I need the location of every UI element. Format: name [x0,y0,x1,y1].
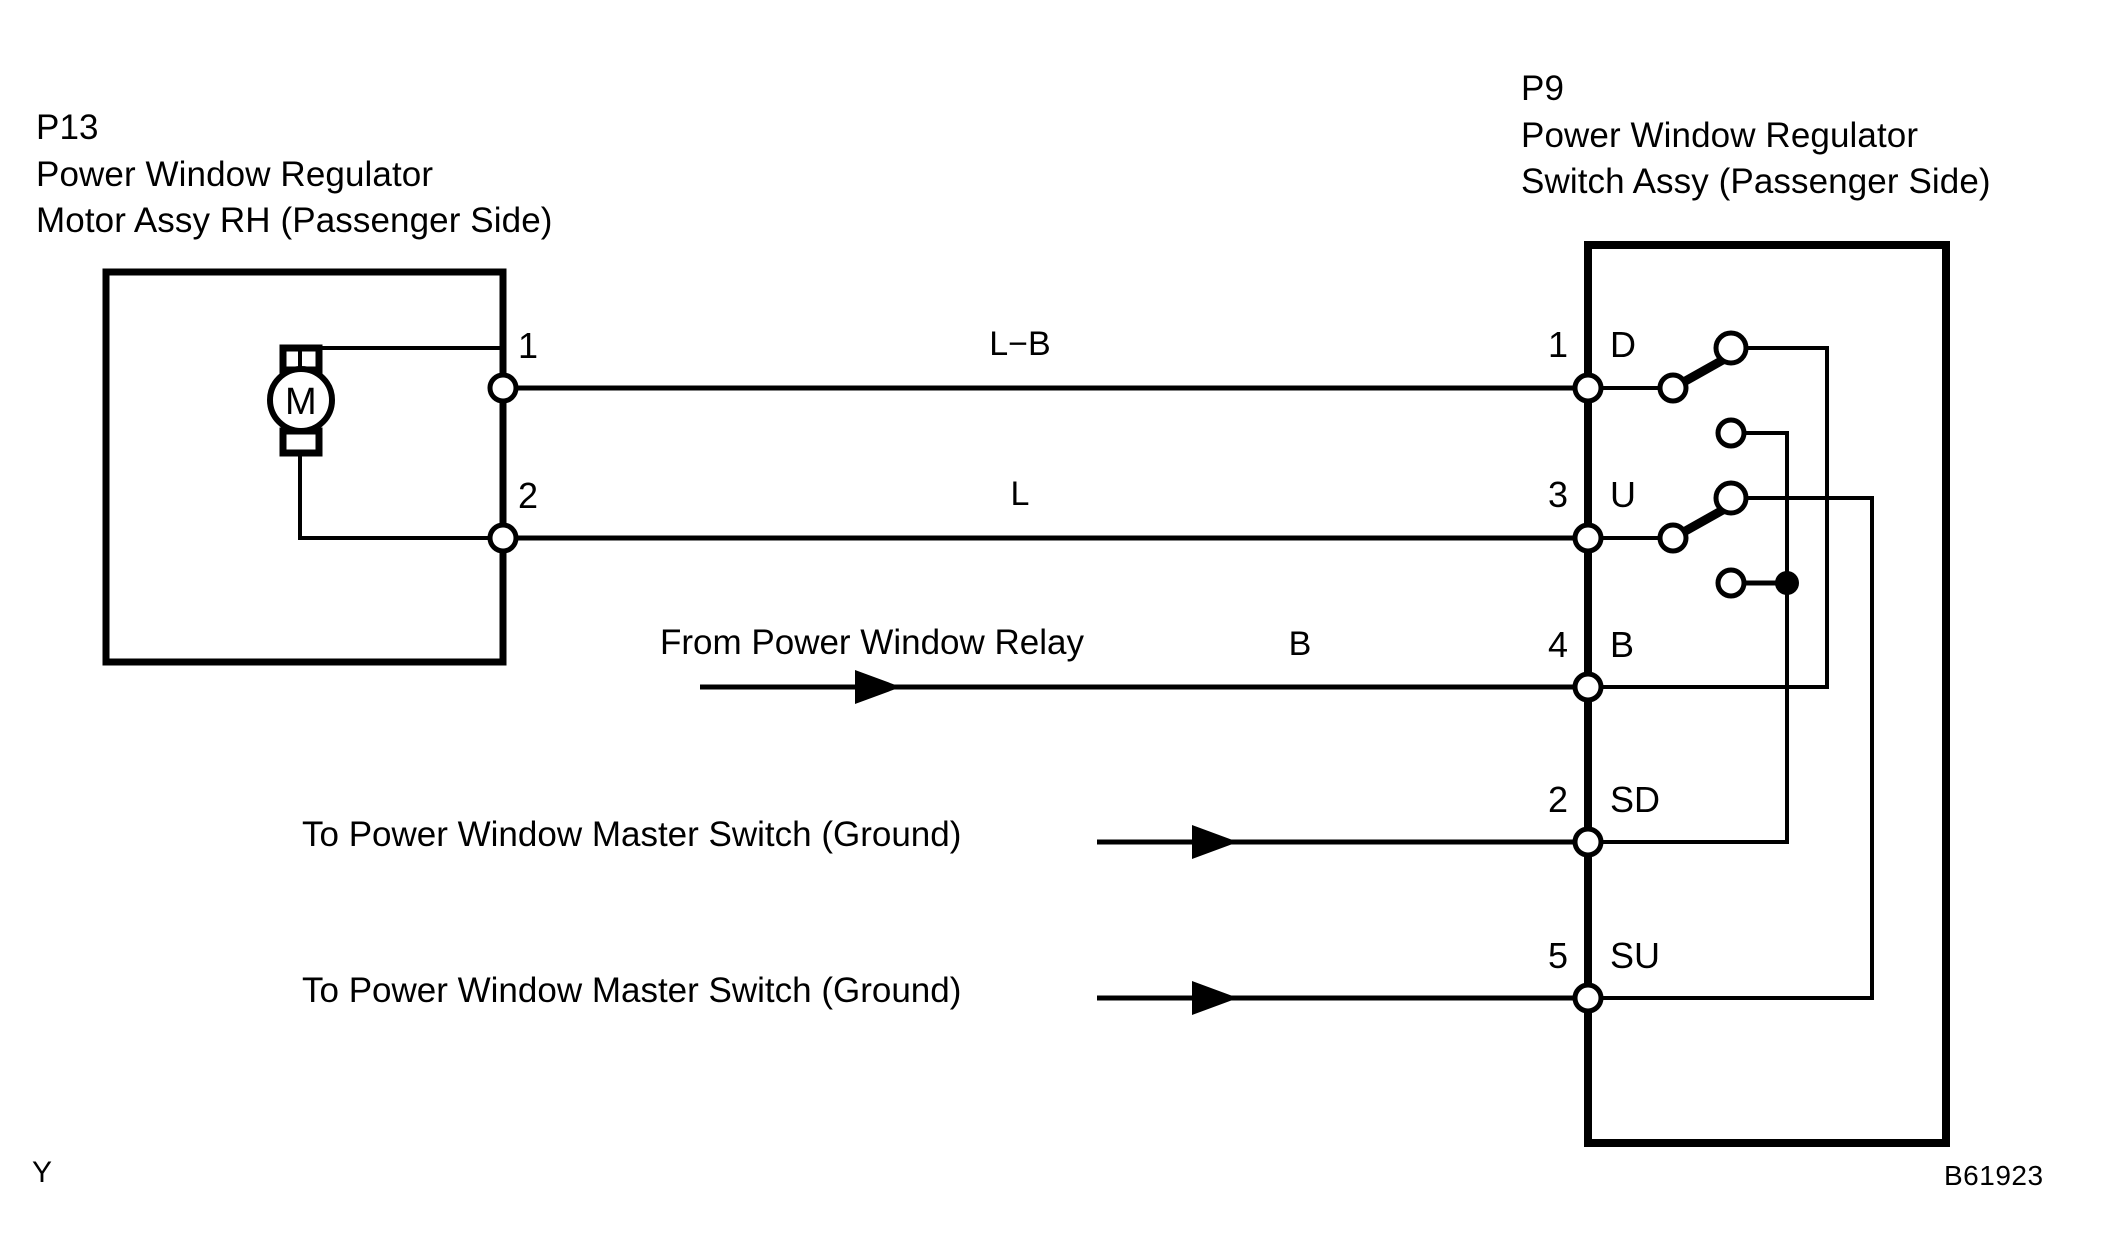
p9-connector-title-line1: Power Window Regulator [1521,116,1919,155]
junction-dot [1775,571,1799,595]
figure-code: B61923 [1944,1160,2044,1191]
motor-brush-bottom [279,427,323,457]
wire-code-L-B: L−B [989,325,1051,363]
p9-pin-name-D: D [1610,324,1636,365]
p13-connector-code: P13 [36,108,99,147]
p9-terminal-5 [1572,982,1604,1014]
p9-pin-number-1: 1 [1547,324,1568,365]
flow-label-to-master-switch-sd: To Power Window Master Switch (Ground) [302,815,962,854]
p13-connector-title-line1: Power Window Regulator [36,155,434,194]
p13-pin-number-2: 2 [518,475,539,516]
switch-contact-d-up [1713,330,1749,366]
arrow-right-icon [855,670,901,704]
wire-code-B: B [1288,625,1312,663]
switch-contact-u-up [1713,480,1749,516]
p9-terminal-1 [1572,372,1604,404]
p9-pin-number-5: 5 [1547,935,1568,976]
p13-terminal-2 [487,522,519,554]
p9-pin-name-SU: SU [1610,935,1661,976]
p9-pin-name-U: U [1610,474,1636,515]
corner-mark: Y [32,1156,53,1189]
p9-pin-number-2: 2 [1547,779,1568,820]
p13-terminal-1 [487,372,519,404]
p9-connector-title-line2: Switch Assy (Passenger Side) [1521,162,1991,201]
wire-code-L: L [1010,475,1030,513]
p9-terminal-2 [1572,826,1604,858]
motor-wire-bottom [298,453,503,540]
internal-route-d-to-b [1588,346,1829,689]
p13-pin-number-1: 1 [518,325,539,366]
flow-label-from-relay: From Power Window Relay [660,623,1084,662]
p9-connector-code: P9 [1521,69,1565,108]
motor-icon [267,366,335,434]
p9-pin-number-3: 3 [1547,474,1568,515]
arrow-left-icon-su [1192,981,1238,1015]
switch-pivot-d [1657,372,1689,404]
switch-pivot-u [1657,522,1689,554]
p9-pin-name-SD: SD [1610,779,1661,820]
motor-symbol-letter: M [285,381,317,423]
switch-contact-u-down [1715,567,1747,599]
p13-connector-box [102,268,507,666]
p9-pin-number-4: 4 [1547,624,1568,665]
switch-contact-d-down [1715,417,1747,449]
motor-wire-top [298,346,503,388]
internal-route-d-nc-to-sd [1588,431,1789,844]
p9-connector-box [1584,241,1950,1147]
p13-connector-title-line2: Motor Assy RH (Passenger Side) [36,201,553,240]
arrow-left-icon-sd [1192,825,1238,859]
flow-label-to-master-switch-su: To Power Window Master Switch (Ground) [302,971,962,1010]
p9-terminal-4 [1572,671,1604,703]
internal-route-u-to-su [1588,496,1874,1000]
p9-terminal-3 [1572,522,1604,554]
p9-pin-name-B: B [1610,624,1635,665]
